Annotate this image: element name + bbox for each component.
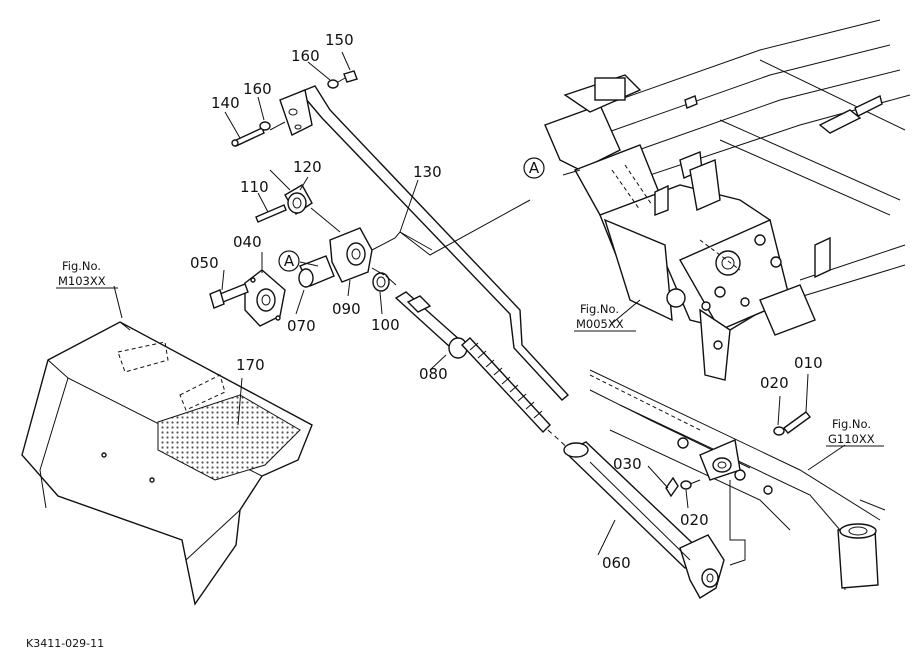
label-130: 130 — [413, 163, 442, 181]
label-100: 100 — [371, 316, 400, 334]
label-150: 150 — [325, 31, 354, 49]
cover-170 — [21, 321, 313, 606]
cylinder-060 — [563, 441, 725, 599]
fig-ref-m005: Fig.No. M005XX — [574, 302, 636, 332]
fig-g110-line1: Fig.No. — [832, 417, 871, 431]
lever-rod-130 — [279, 85, 570, 401]
fig-m005-line2: M005XX — [576, 317, 624, 331]
hardware-group-top — [231, 70, 358, 233]
label-020-lower: 020 — [680, 511, 709, 529]
label-140: 140 — [211, 94, 240, 112]
tractor-frame-drawing — [544, 19, 911, 381]
fig-m005-line1: Fig.No. — [580, 302, 619, 316]
lower-frame-drawing — [589, 369, 886, 591]
callout-a-pivot: A — [278, 250, 300, 272]
threaded-rod-080 — [394, 291, 571, 451]
label-050: 050 — [190, 254, 219, 272]
label-120: 120 — [293, 158, 322, 176]
label-170: 170 — [236, 356, 265, 374]
label-160-top: 160 — [291, 47, 320, 65]
label-110: 110 — [240, 178, 269, 196]
callout-a2-text: A — [284, 252, 295, 270]
part-labels: 160 150 140 160 110 120 130 040 050 070 … — [190, 31, 823, 572]
label-080: 080 — [419, 365, 448, 383]
label-070: 070 — [287, 317, 316, 335]
callout-a1-text: A — [529, 159, 540, 177]
label-160: 160 — [243, 80, 272, 98]
label-010: 010 — [794, 354, 823, 372]
label-030: 030 — [613, 455, 642, 473]
label-090: 090 — [332, 300, 361, 318]
pin-hardware — [665, 411, 812, 498]
fig-g110-line2: G110XX — [828, 432, 875, 446]
leader-lines — [113, 51, 846, 556]
callout-a-frame: A — [523, 157, 545, 179]
diagram-code: K3411-029-11 — [26, 637, 104, 650]
label-040: 040 — [233, 233, 262, 251]
fig-ref-m103: Fig.No. M103XX — [56, 259, 118, 289]
label-060: 060 — [602, 554, 631, 572]
fig-m103-line1: Fig.No. — [62, 259, 101, 273]
label-020-upper: 020 — [760, 374, 789, 392]
fig-m103-line2: M103XX — [58, 274, 106, 288]
fig-ref-g110: Fig.No. G110XX — [826, 417, 884, 447]
